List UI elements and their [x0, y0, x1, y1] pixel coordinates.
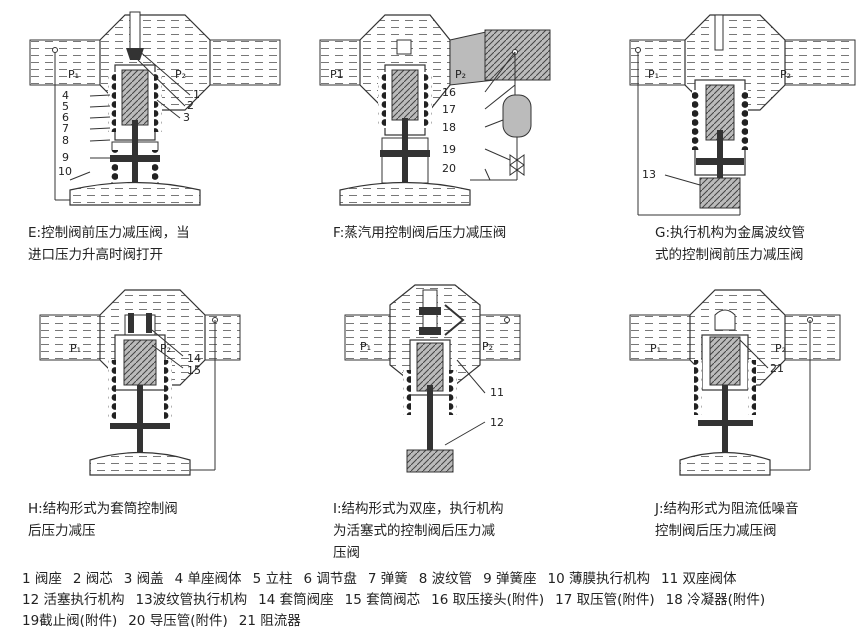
legend-item: 4 单座阀体	[174, 571, 242, 587]
panel-h-callout-15: 15	[187, 364, 201, 377]
panel-j-caption-line1: J:结构形式为阻流低噪音	[655, 501, 799, 517]
panel-j-caption-line2: 控制阀后压力减压阀	[655, 523, 777, 539]
panel-e-drawing	[29, 11, 281, 206]
panel-e-callout-7: 7	[62, 122, 69, 135]
legend-line-2: 12 活塞执行机构 13波纹管执行机构 14 套筒阀座 15 套筒阀芯 16 取压接头(…	[22, 590, 776, 611]
panel-j-callout-21: 21	[770, 362, 784, 375]
panel-j-p1-label: P₁	[650, 342, 661, 355]
panel-f-callout-19: 19	[442, 143, 456, 156]
panel-e-caption: E:控制阀前压力减压阀，当 进口压力升高时阀打开	[28, 222, 190, 266]
panel-e-p1-label: P₁	[68, 68, 79, 81]
legend-item: 15 套筒阀芯	[344, 592, 421, 608]
panel-e-callout-10: 10	[58, 165, 72, 178]
legend-item: 10 薄膜执行机构	[547, 571, 650, 587]
panel-i-p1-label: P₁	[360, 340, 371, 353]
panel-e-caption-line1: E:控制阀前压力减压阀，当	[28, 225, 190, 241]
panel-h-caption-line1: H:结构形式为套筒控制阀	[28, 501, 178, 517]
panel-e-callout-1: 1	[193, 88, 200, 101]
legend-item: 8 波纹管	[418, 571, 473, 587]
panel-i-caption-line1: I:结构形式为双座，执行机构	[333, 501, 504, 517]
panel-f-drawing	[319, 14, 551, 206]
panel-g-caption-line2: 式的控制阀前压力减压阀	[655, 247, 804, 263]
panel-h-callout-14: 14	[187, 352, 201, 365]
legend-item: 12 活塞执行机构	[22, 592, 125, 608]
legend-item: 13波纹管执行机构	[135, 592, 248, 608]
panel-i-caption: I:结构形式为双座，执行机构 为活塞式的控制阀后压力减 压阀	[333, 498, 504, 564]
panel-g-caption: G:执行机构为金属波纹管 式的控制阀前压力减压阀	[655, 222, 805, 266]
parts-legend: 1 阀座 2 阀芯 3 阀盖 4 单座阀体 5 立柱 6 调节盘 7 弹簧 8 波纹管 9 弹簧…	[22, 569, 776, 632]
panel-f-p2-label: P₂	[455, 68, 466, 81]
panel-g-drawing	[629, 14, 856, 216]
panel-f-callout-16: 16	[442, 86, 456, 99]
panel-i-drawing	[344, 284, 521, 473]
panel-g-caption-line1: G:执行机构为金属波纹管	[655, 225, 806, 241]
legend-item: 20 导压管(附件)	[128, 613, 228, 629]
legend-item: 19截止阀(附件)	[22, 613, 118, 629]
legend-line-3: 19截止阀(附件) 20 导压管(附件) 21 阻流器	[22, 611, 776, 632]
panel-i-callout-12: 12	[490, 416, 504, 429]
panel-j-caption: J:结构形式为阻流低噪音 控制阀后压力减压阀	[655, 498, 799, 542]
legend-item: 5 立柱	[252, 571, 293, 587]
panel-i-caption-line2: 为活塞式的控制阀后压力减	[333, 523, 495, 539]
panel-f-callout-20: 20	[442, 162, 456, 175]
panel-h-caption: H:结构形式为套筒控制阀 后压力减压	[28, 498, 178, 542]
panel-e-callout-5: 5	[62, 100, 69, 113]
panel-j-p2-label: P₂	[775, 342, 786, 355]
legend-item: 14 套筒阀座	[258, 592, 334, 608]
panel-i-p2-label: P₂	[482, 340, 493, 353]
legend-item: 9 弹簧座	[483, 571, 537, 587]
panel-f-callout-18: 18	[442, 121, 456, 134]
legend-item: 18 冷凝器(附件)	[665, 592, 766, 608]
legend-item: 21 阻流器	[238, 613, 301, 629]
panel-g-p1-label: P₁	[648, 68, 659, 81]
legend-item: 6 调节盘	[303, 571, 357, 587]
panel-e-callout-4: 4	[62, 89, 69, 102]
panel-f-caption-line1: F:蒸汽用控制阀后压力减压阀	[333, 225, 507, 241]
panel-e-callout-2: 2	[187, 99, 194, 112]
panel-h-drawing	[39, 289, 241, 476]
legend-item: 16 取压接头(附件)	[431, 592, 545, 608]
panel-h-p1-label: P₁	[70, 342, 81, 355]
panel-e-callout-6: 6	[62, 111, 69, 124]
panel-f-p1-label: P1	[330, 68, 344, 81]
panel-h-p2-label: P₂	[160, 342, 171, 355]
panel-j-drawing	[629, 289, 841, 476]
panel-e-callout-8: 8	[62, 134, 69, 147]
legend-item: 3 阀盖	[123, 571, 164, 587]
panel-g-p2-label: P₂	[780, 68, 791, 81]
legend-item: 11 双座阀体	[661, 571, 737, 587]
panel-h-caption-line2: 后压力减压	[28, 523, 96, 539]
panel-f-callout-17: 17	[442, 103, 456, 116]
panel-i-callout-11: 11	[490, 386, 504, 399]
panel-e-callout-3: 3	[183, 111, 190, 124]
panel-i-caption-line3: 压阀	[333, 545, 360, 561]
legend-line-1: 1 阀座 2 阀芯 3 阀盖 4 单座阀体 5 立柱 6 调节盘 7 弹簧 8 波纹管 9 弹簧…	[22, 569, 776, 590]
legend-item: 7 弹簧	[367, 571, 408, 587]
panel-g-callout-13: 13	[642, 168, 656, 181]
panel-e-p2-label: P₂	[175, 68, 186, 81]
legend-item: 1 阀座	[22, 571, 62, 587]
legend-item: 17 取压管(附件)	[555, 592, 655, 608]
panel-e-callout-9: 9	[62, 151, 69, 164]
legend-item: 2 阀芯	[72, 571, 113, 587]
panel-f-caption: F:蒸汽用控制阀后压力减压阀	[333, 222, 506, 244]
panel-e-caption-line2: 进口压力升高时阀打开	[28, 247, 163, 263]
